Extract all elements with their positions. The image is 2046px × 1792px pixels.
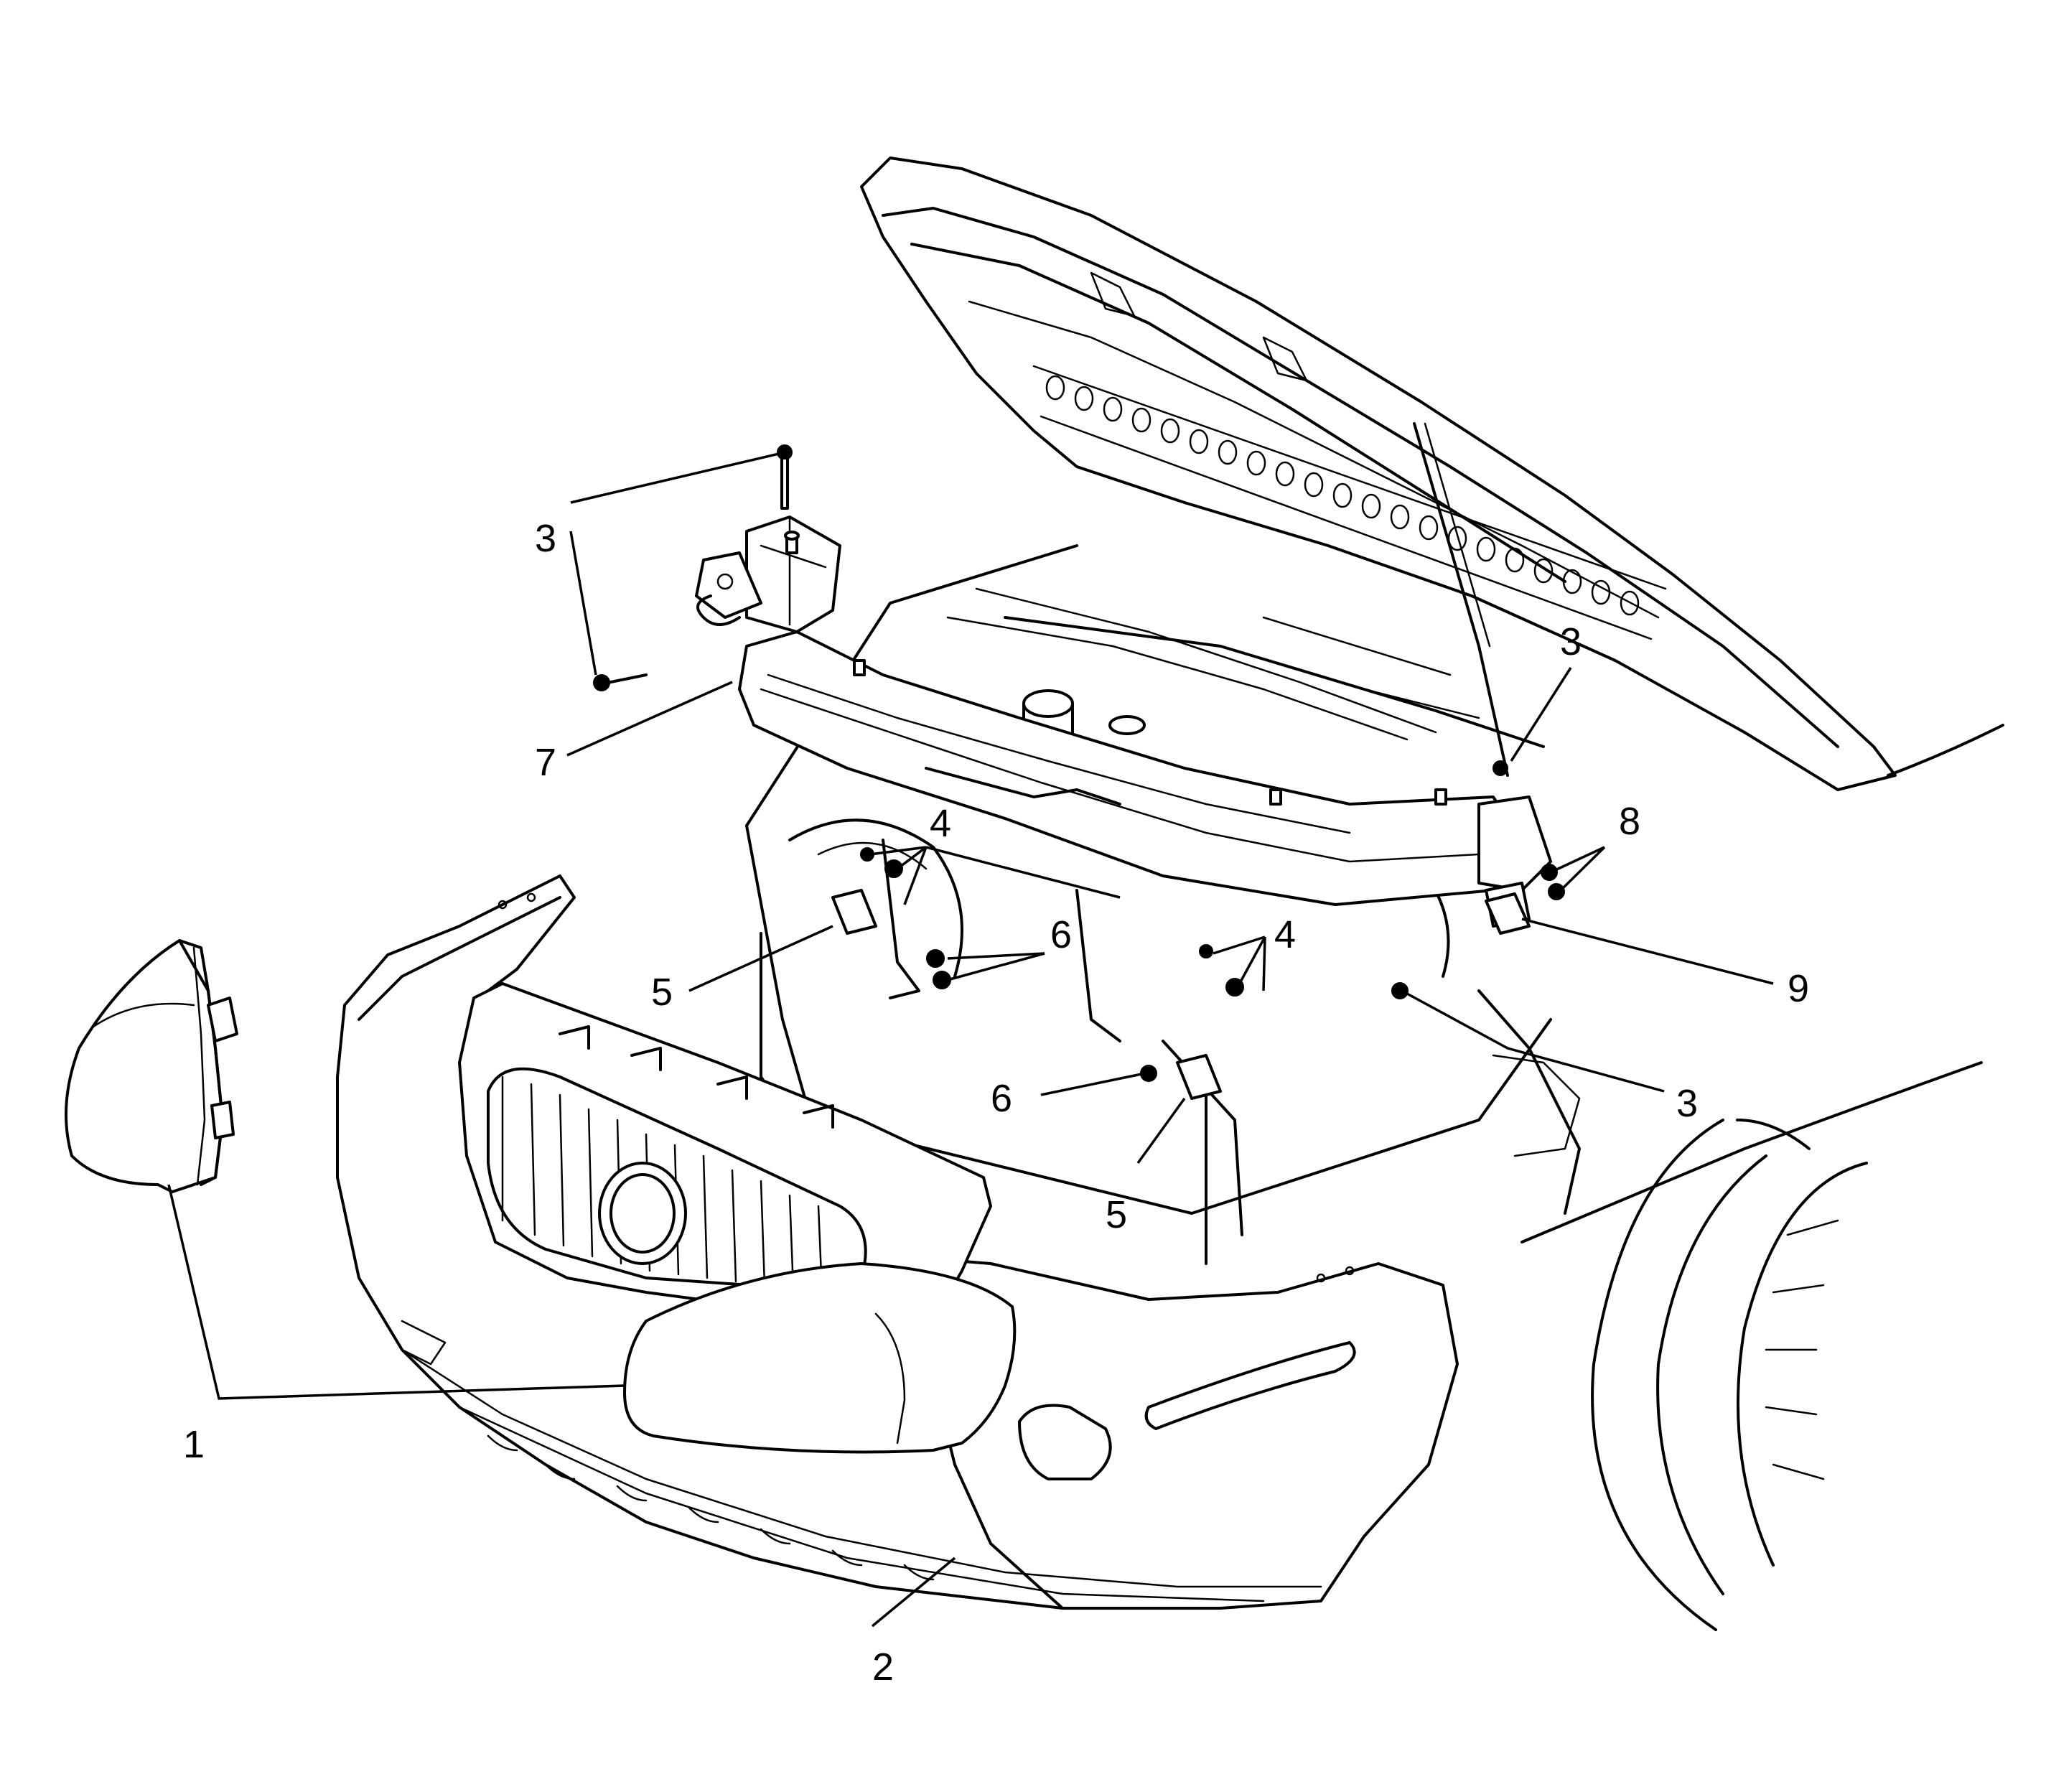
headlamp-exploded bbox=[65, 939, 238, 1193]
headlamp-installed bbox=[623, 1262, 1017, 1454]
callout-3-lower-right: 3 bbox=[1676, 1082, 1698, 1125]
callout-labels: 1 2 3 3 3 4 4 5 5 6 6 7 8 9 bbox=[183, 517, 1809, 1689]
callout-5-right: 5 bbox=[1106, 1193, 1127, 1236]
callout-1: 1 bbox=[183, 1423, 205, 1466]
callout-4-right: 4 bbox=[1274, 913, 1296, 956]
upper-radiator-support bbox=[695, 515, 1552, 1042]
callout-8: 8 bbox=[1619, 800, 1640, 843]
engine-compartment bbox=[745, 544, 1581, 1265]
callout-4-left: 4 bbox=[930, 802, 951, 845]
callout-3-top-left: 3 bbox=[535, 517, 556, 560]
front-grille bbox=[458, 982, 992, 1322]
callout-7: 7 bbox=[535, 741, 556, 784]
callout-9: 9 bbox=[1788, 967, 1809, 1010]
fasteners bbox=[593, 444, 1565, 1082]
leader-lines bbox=[167, 452, 1774, 1628]
callout-6-lower: 6 bbox=[991, 1077, 1012, 1120]
callout-6-upper: 6 bbox=[1050, 913, 1072, 956]
callout-5-left: 5 bbox=[651, 971, 673, 1014]
front-bumper-fascia bbox=[336, 874, 1459, 1610]
callout-2: 2 bbox=[872, 1646, 894, 1689]
air-baffle-brackets bbox=[831, 882, 1531, 1100]
callout-3-top-right: 3 bbox=[1560, 620, 1582, 663]
hood-stiffener-holes bbox=[1045, 375, 1640, 616]
fender-and-tire bbox=[1521, 724, 2004, 1631]
